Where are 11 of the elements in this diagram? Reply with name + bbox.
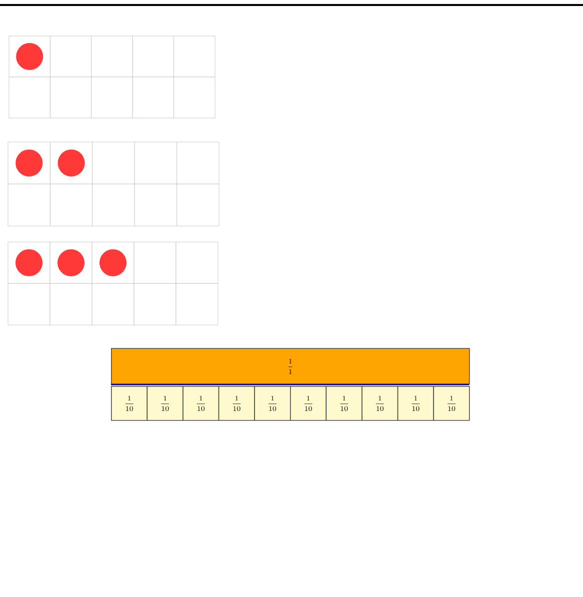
fraction-bar: $\frac{1}{10}$: [111, 386, 148, 421]
fraction-bar: $\frac{1}{10}$: [182, 386, 220, 421]
fraction-bar: $\frac{1}{10}$: [254, 386, 291, 421]
whole-bar: $\frac{1}{1}$: [111, 348, 470, 385]
fraction-bar: $\frac{1}{10}$: [397, 386, 434, 421]
fraction-bar: $\frac{1}{10}$: [218, 386, 255, 421]
fraction-bar: $\frac{1}{10}$: [362, 386, 398, 421]
fraction-bar: $\frac{1}{10}$: [290, 386, 327, 421]
fraction-bar: $\frac{1}{10}$: [433, 386, 470, 421]
fraction-bar: $\frac{1}{10}$: [146, 386, 184, 421]
fraction-bar: $\frac{1}{10}$: [326, 386, 362, 421]
